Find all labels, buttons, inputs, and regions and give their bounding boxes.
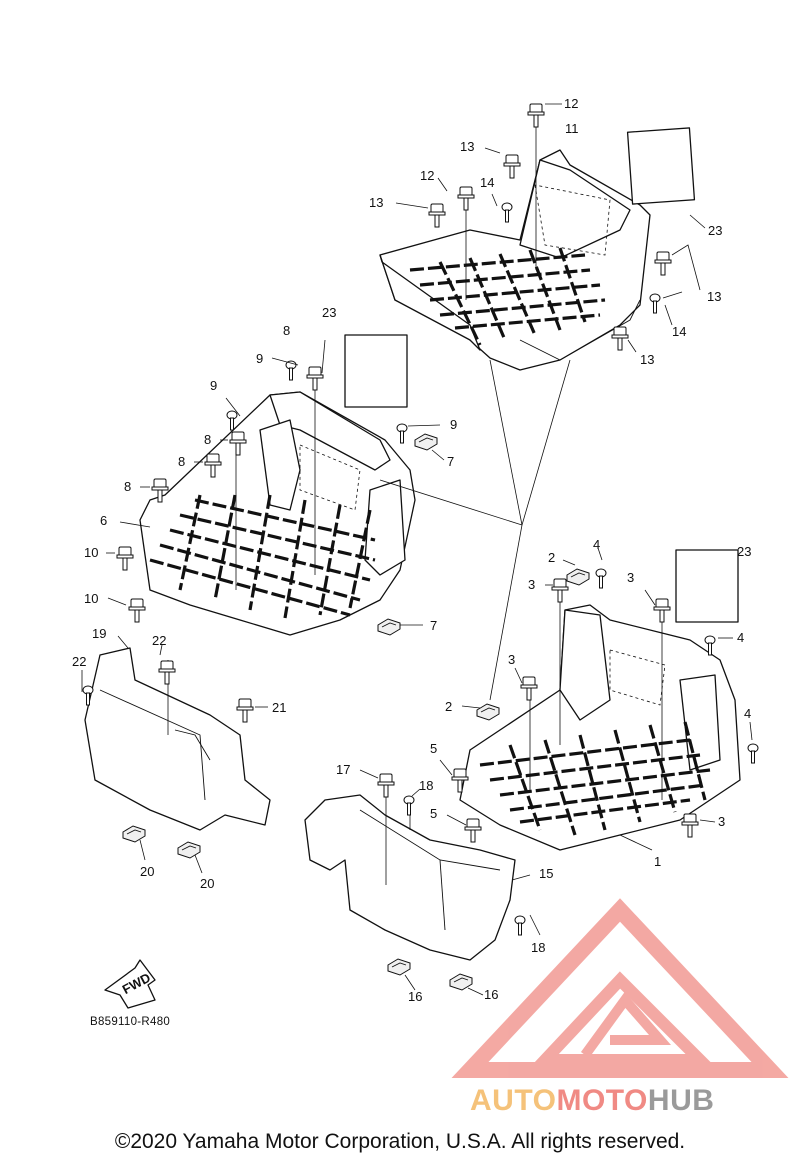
leader-lines xyxy=(167,120,663,885)
callout-15: 15 xyxy=(539,866,553,881)
callout-1: 1 xyxy=(654,854,661,869)
callout-14: 14 xyxy=(672,324,686,339)
callout-4: 4 xyxy=(737,630,744,645)
part-15-right-guard xyxy=(304,794,516,961)
callout-13: 13 xyxy=(707,289,721,304)
callout-23: 23 xyxy=(708,223,722,238)
callout-7: 7 xyxy=(447,454,454,469)
callout-13: 13 xyxy=(640,352,654,367)
diagram-code: B859110-R480 xyxy=(90,1016,171,1028)
callout-8: 8 xyxy=(178,454,185,469)
callout-leaders xyxy=(81,103,753,996)
callout-11: 11 xyxy=(565,121,579,136)
callout-numbers: 12 11 13 12 14 13 23 13 14 13 8 23 9 9 8… xyxy=(72,96,751,1004)
callout-7: 7 xyxy=(430,618,437,633)
callout-23: 23 xyxy=(737,544,751,559)
callout-8: 8 xyxy=(204,432,211,447)
callout-4: 4 xyxy=(593,537,600,552)
callout-12: 12 xyxy=(420,168,434,183)
callout-10: 10 xyxy=(84,591,98,606)
part-6-center-floor xyxy=(139,334,416,636)
watermark-brand: AUTOMOTOHUB xyxy=(470,1084,714,1118)
callout-14: 14 xyxy=(480,175,494,190)
automotohub-logo xyxy=(451,898,789,1078)
callout-3: 3 xyxy=(627,570,634,585)
callout-18: 18 xyxy=(531,940,545,955)
callout-6: 6 xyxy=(100,513,107,528)
callout-2: 2 xyxy=(445,699,452,714)
callout-3: 3 xyxy=(718,814,725,829)
callout-9: 9 xyxy=(256,351,263,366)
callout-17: 17 xyxy=(336,762,350,777)
callout-18: 18 xyxy=(419,778,433,793)
callout-3: 3 xyxy=(528,577,535,592)
callout-22: 22 xyxy=(152,633,166,648)
callout-2: 2 xyxy=(548,550,555,565)
fwd-arrow: FWD xyxy=(104,959,156,1009)
callout-8: 8 xyxy=(283,323,290,338)
callout-3: 3 xyxy=(508,652,515,667)
callout-10: 10 xyxy=(84,545,98,560)
callout-23: 23 xyxy=(322,305,336,320)
callout-5: 5 xyxy=(430,806,437,821)
callout-12: 12 xyxy=(564,96,578,111)
callout-9: 9 xyxy=(210,378,217,393)
callout-5: 5 xyxy=(430,741,437,756)
part-1-front-floor xyxy=(459,549,741,851)
callout-8: 8 xyxy=(124,479,131,494)
watermark-hub: HUB xyxy=(647,1084,715,1117)
callout-16: 16 xyxy=(484,987,498,1002)
part-11-rear-floor xyxy=(379,127,696,371)
callout-4: 4 xyxy=(744,706,751,721)
callout-20: 20 xyxy=(140,864,154,879)
copyright-notice: ©2020 Yamaha Motor Corporation, U.S.A. A… xyxy=(114,1130,686,1153)
callout-16: 16 xyxy=(408,989,422,1004)
callout-19: 19 xyxy=(92,626,106,641)
callout-21: 21 xyxy=(272,700,286,715)
part-19-left-guard xyxy=(84,647,271,831)
callout-20: 20 xyxy=(200,876,214,891)
callout-22: 22 xyxy=(72,654,86,669)
callout-13: 13 xyxy=(369,195,383,210)
watermark-auto: AUTO xyxy=(470,1084,557,1117)
callout-9: 9 xyxy=(450,417,457,432)
callout-13: 13 xyxy=(460,139,474,154)
watermark-moto: MOTO xyxy=(556,1084,648,1117)
